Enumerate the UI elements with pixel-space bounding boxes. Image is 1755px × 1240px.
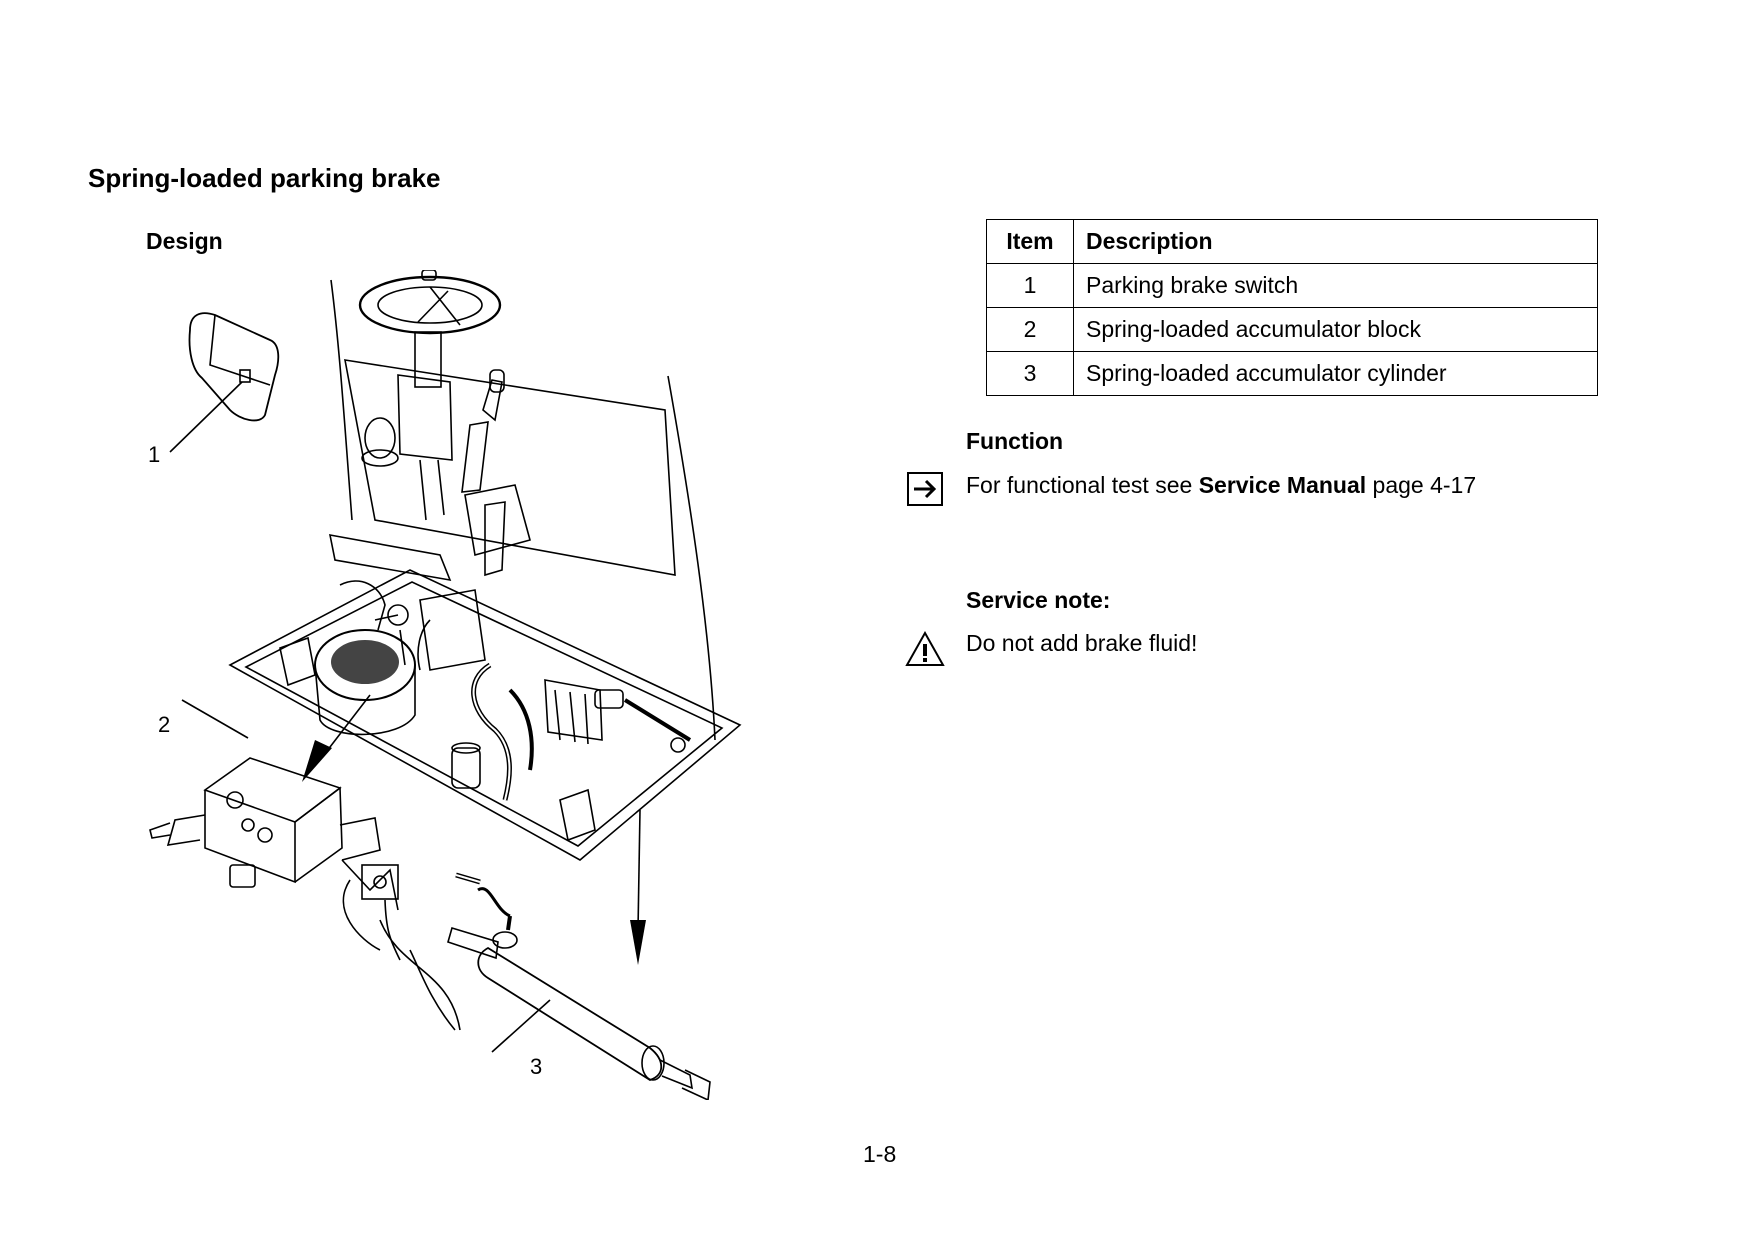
callout-3: 3 (530, 1054, 543, 1079)
page-number: 1-8 (863, 1141, 897, 1167)
table-header-description: Description (1073, 219, 1598, 264)
design-heading: Design (146, 228, 223, 254)
function-heading: Function (966, 428, 1064, 454)
service-note-text: Do not add brake fluid! (966, 630, 1198, 656)
table-cell-description: Spring-loaded accumulator block (1073, 307, 1598, 352)
warning-triangle-icon (905, 631, 945, 666)
page-title: Spring-loaded parking brake (88, 163, 441, 193)
parking-brake-illustration (149, 270, 742, 1100)
service-note-heading: Service note: (966, 587, 1111, 613)
callout-1: 1 (148, 442, 161, 467)
table-cell-item: 2 (986, 307, 1074, 352)
table-cell-description: Spring-loaded accumulator cylinder (1073, 351, 1598, 396)
table-header-row: Item Description (986, 219, 1598, 264)
table-cell-item: 1 (986, 263, 1074, 308)
legend-table: Item Description 1 Parking brake switch … (986, 219, 1598, 396)
table-row: 1 Parking brake switch (986, 263, 1598, 308)
table-cell-item: 3 (986, 351, 1074, 396)
table-cell-description: Parking brake switch (1073, 263, 1598, 308)
table-header-item: Item (986, 219, 1074, 264)
arrow-reference-icon (907, 472, 943, 506)
function-text-after: page 4-17 (1366, 472, 1477, 498)
service-manual-reference: Service Manual (1198, 472, 1367, 498)
callout-2: 2 (158, 712, 171, 737)
table-row: 3 Spring-loaded accumulator cylinder (986, 351, 1598, 396)
function-text: For functional test see Service Manual p… (966, 472, 1476, 499)
function-text-before: For functional test see (966, 472, 1199, 498)
table-row: 2 Spring-loaded accumulator block (986, 307, 1598, 352)
